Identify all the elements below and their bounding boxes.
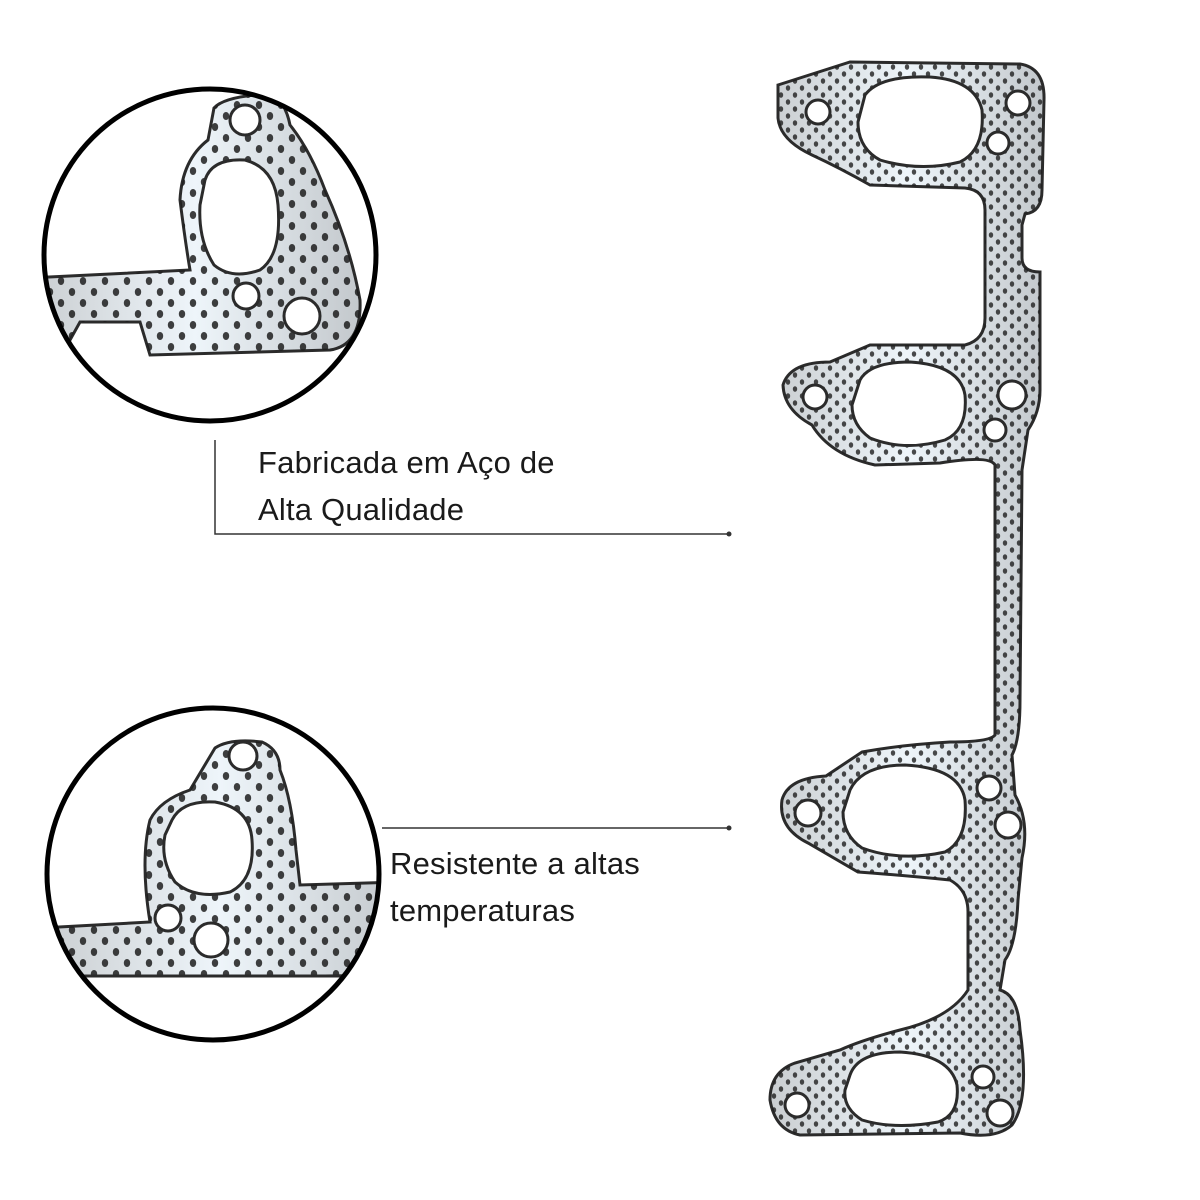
callout-lines <box>214 440 728 829</box>
gasket-bolt-holes <box>783 89 1032 1128</box>
zoom-detail-top <box>41 86 379 424</box>
gasket-main <box>768 60 1046 1137</box>
callout-bottom-line2: temperaturas <box>390 893 576 928</box>
zoom-bottom-port <box>162 800 254 896</box>
callout-dot-bottom <box>726 825 732 831</box>
port-4 <box>843 1050 959 1128</box>
gasket-ports <box>841 75 984 1128</box>
port-3 <box>841 763 967 858</box>
port-1 <box>856 75 984 168</box>
callout-dot-top <box>726 531 732 537</box>
callout-top-line1: Fabricada em Aço de <box>258 445 555 480</box>
callout-top-line2: Alta Qualidade <box>258 492 465 527</box>
zoom-top-port <box>198 158 281 276</box>
zoom-top-ring <box>41 86 379 424</box>
callout-text-top: Fabricada em Aço de Alta Qualidade <box>258 439 555 533</box>
callout-text-bottom: Resistente a altas temperaturas <box>390 840 640 934</box>
callout-bottom-line1: Resistente a altas <box>390 846 641 881</box>
zoom-bottom-ring <box>44 705 382 1043</box>
callout-line-top <box>214 440 728 535</box>
port-2 <box>850 360 967 448</box>
zoom-detail-bottom <box>44 705 382 1043</box>
